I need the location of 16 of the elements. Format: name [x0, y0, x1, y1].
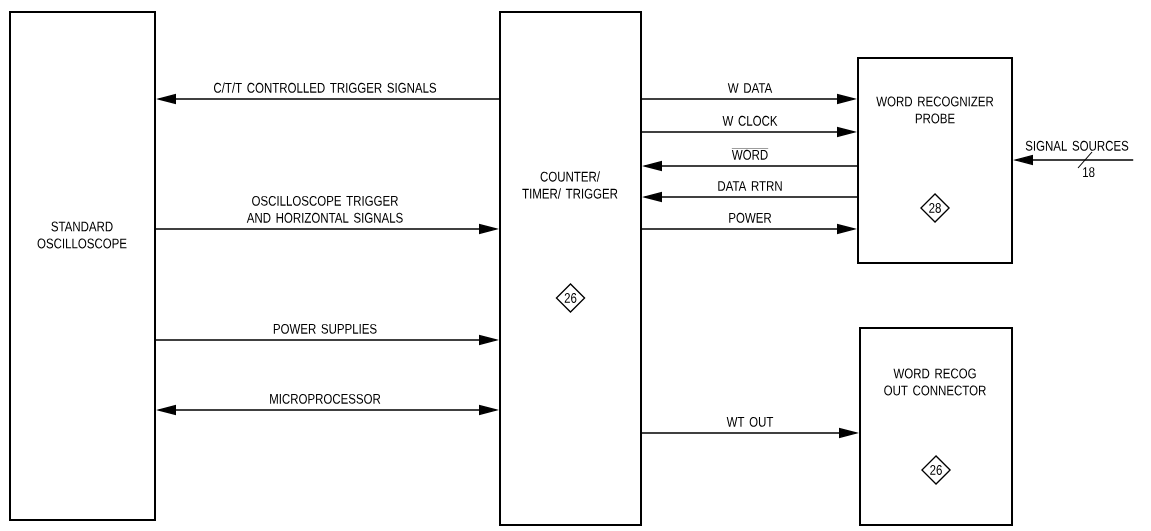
signal-label: SIGNAL SOURCES [1025, 140, 1129, 151]
edge-label: W DATA [727, 83, 773, 93]
block-label: WORD RECOGNIZER PROBE [876, 96, 994, 124]
edge-label: W CLOCK [722, 115, 778, 126]
edge-label: MICROPROCESSOR [270, 393, 381, 404]
block-label: COUNTER/ TIMER/ TRIGGER [522, 171, 618, 199]
block-label: WORD RECOG OUT CONNECTOR [884, 368, 986, 396]
edge-label: 18 [1083, 167, 1095, 178]
edge-label: WT OUT [726, 416, 774, 427]
edge-label: POWER SUPPLIES [273, 323, 377, 334]
edge-label: OSCILLOSCOPE TRIGGER AND HORIZONTAL SIGNALS [246, 195, 403, 223]
edge-label: C/T/T CONTROLLED TRIGGER SIGNALS [214, 82, 437, 93]
edge-label: POWER [729, 212, 772, 223]
block-label: STANDARD OSCILLOSCOPE [37, 221, 127, 249]
edge-label: DATA RTRN [718, 181, 782, 191]
edge-label: WORD [731, 148, 769, 160]
